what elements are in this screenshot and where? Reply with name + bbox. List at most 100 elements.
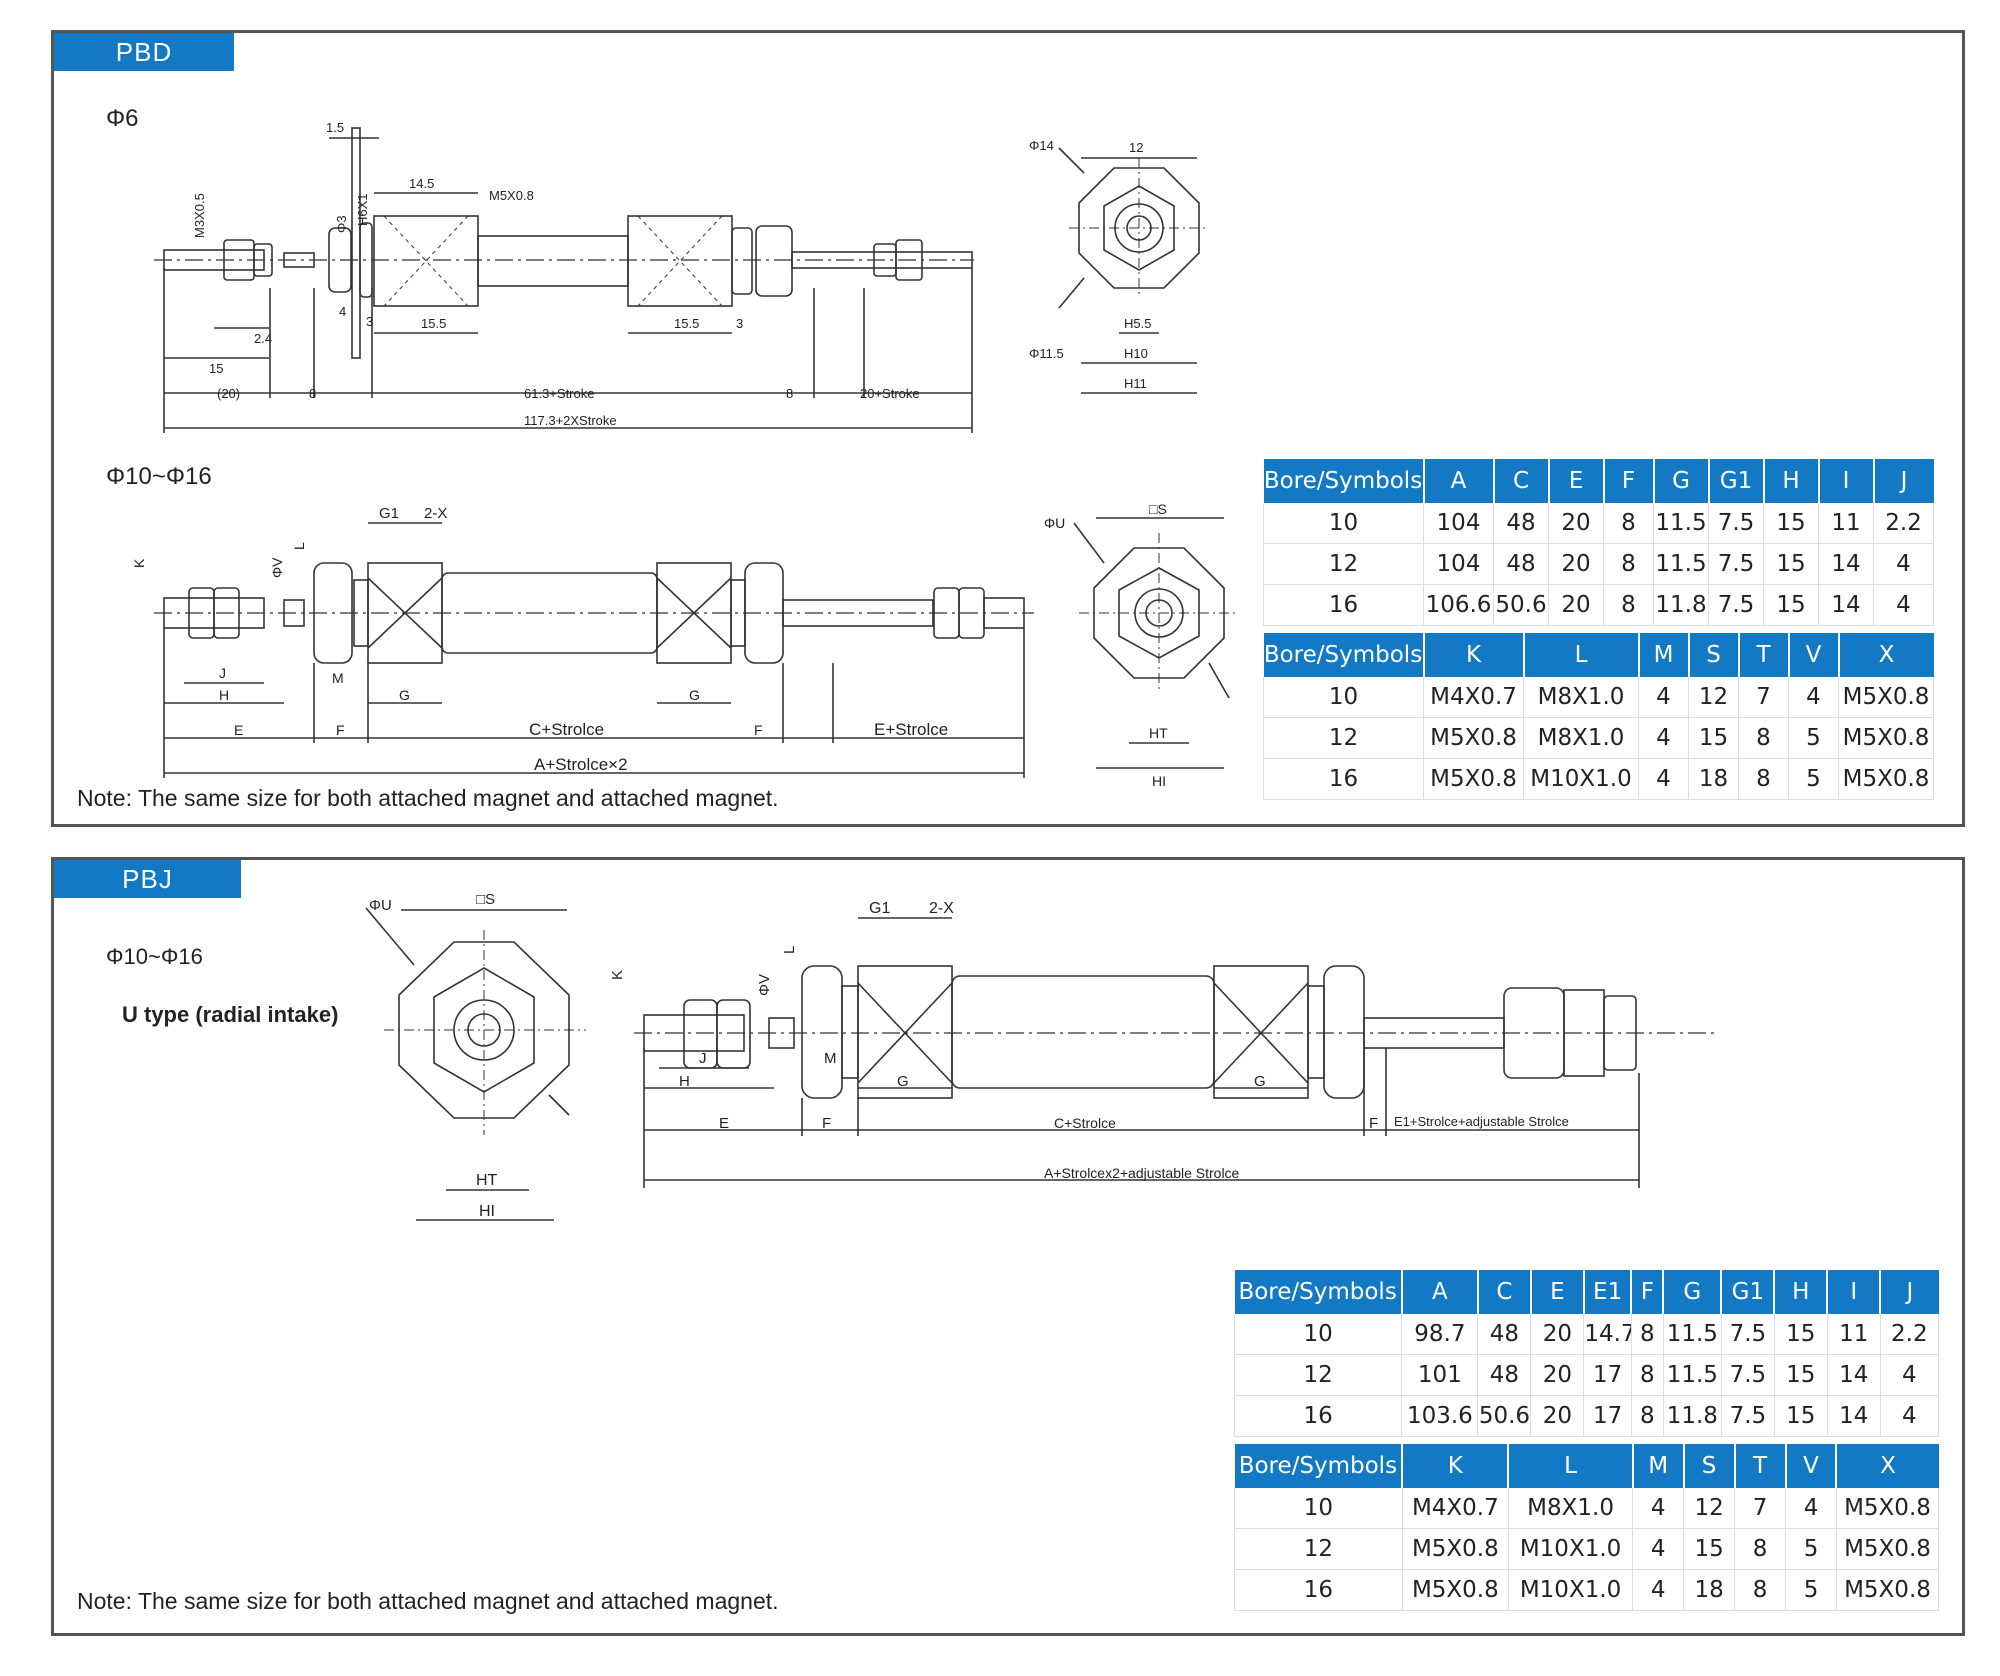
dim-12: 12 [1129, 140, 1143, 155]
dim-g1: G1 [379, 505, 399, 522]
pbj-note: Note: The same size for both attached ma… [77, 1588, 779, 1614]
pbd-phi6-side-drawing: 1.5 14.5 M5X0.8 M3X0.5 Φ3 H6X1 4 3 15.5 … [154, 120, 974, 433]
dim-j: J [699, 1050, 707, 1067]
dim-2x: 2-X [929, 900, 954, 917]
table-cell: 8 [1738, 758, 1789, 800]
table-cell: 8 [1631, 1395, 1664, 1437]
dim-e1-stroke: E1+Strolce+adjustable Strolce [1394, 1114, 1569, 1129]
table-cell: 20 [1530, 1395, 1585, 1437]
pbd-t2-header-1: K [1423, 633, 1525, 677]
dim-hl: HI [1152, 773, 1166, 789]
table-cell: 18 [1688, 758, 1739, 800]
dim-20: (20) [217, 386, 240, 401]
table-cell: 11.5 [1653, 503, 1709, 544]
pbj-t2-header-2: L [1508, 1444, 1634, 1488]
dim-m: M [332, 670, 344, 686]
table-cell: 10 [1263, 677, 1424, 718]
dim-15-5b: 15.5 [674, 316, 699, 331]
dim-g2: G [689, 687, 700, 703]
table-cell: 7.5 [1721, 1354, 1775, 1396]
table-cell: 17 [1583, 1395, 1632, 1437]
dim-14-5: 14.5 [409, 176, 434, 191]
table-cell: 7.5 [1708, 543, 1764, 585]
table-cell: 15 [1763, 543, 1819, 585]
table-cell: 4 [1880, 1354, 1940, 1396]
pbd-t1-header-4: F [1603, 459, 1655, 503]
table-cell: 4 [1785, 1488, 1837, 1529]
dim-phiu: ΦU [369, 897, 392, 914]
dim-j: J [219, 665, 226, 681]
pbj-utype-label: U type (radial intake) [122, 1002, 339, 1027]
table-cell: 12 [1688, 677, 1739, 718]
table-cell: 10 [1233, 1314, 1403, 1355]
table-cell: 16 [1263, 584, 1424, 626]
table-cell: 8 [1738, 717, 1789, 759]
pbj-t1-header-3: E [1530, 1270, 1585, 1314]
pbd-t1-header-5: G [1653, 459, 1710, 503]
pbj-t2-header-6: V [1785, 1444, 1838, 1488]
dim-8b: 8 [786, 386, 793, 401]
dim-f2: F [1369, 1115, 1378, 1132]
table-cell: 16 [1234, 1569, 1403, 1611]
dim-m3x05: M3X0.5 [192, 193, 207, 238]
table-cell: 11.8 [1663, 1395, 1722, 1437]
table-cell: 8 [1631, 1354, 1664, 1396]
table-cell: 8 [1734, 1528, 1787, 1570]
table-cell: 7.5 [1708, 584, 1764, 626]
pbj-t1-header-4: E1 [1583, 1270, 1633, 1314]
pbd-note: Note: The same size for both attached ma… [77, 785, 779, 811]
table-cell: 7.5 [1708, 503, 1764, 544]
table-cell: 4 [1638, 758, 1689, 800]
pbd-t1-header-7: H [1763, 459, 1820, 503]
pbj-t1-header-2: C [1477, 1270, 1532, 1314]
pbd-phi10-label: Φ10~Φ16 [106, 463, 212, 490]
table-cell: 14 [1827, 1354, 1881, 1396]
dim-l: L [291, 542, 307, 550]
dim-3a: 3 [366, 314, 373, 329]
dim-m5x08: M5X0.8 [489, 188, 534, 203]
table-cell: M4X0.7 [1402, 1488, 1509, 1529]
table-cell: 101 [1401, 1354, 1479, 1396]
pbj-t1-header-6: G [1663, 1270, 1723, 1314]
dim-2x: 2-X [424, 505, 447, 522]
table-cell: 5 [1788, 758, 1839, 800]
dim-g2: G [1254, 1073, 1266, 1090]
table-cell: 7 [1734, 1488, 1787, 1529]
dim-117-3: 117.3+2XStroke [524, 413, 617, 428]
table-cell: 14 [1818, 543, 1874, 585]
table-cell: 14 [1818, 584, 1874, 626]
dim-ht: HT [476, 1172, 498, 1189]
pbj-t1-header-9: I [1827, 1270, 1882, 1314]
table-cell: 20 [1530, 1314, 1585, 1355]
dim-phi11-5: Φ11.5 [1029, 346, 1064, 361]
pbj-t2-header-3: M [1632, 1444, 1685, 1488]
pbd-phi6-label: Φ6 [106, 105, 139, 132]
table-cell: 12 [1263, 543, 1424, 585]
dim-15-5a: 15.5 [421, 316, 446, 331]
table-cell: 4 [1632, 1528, 1685, 1570]
table-cell: M5X0.8 [1838, 677, 1934, 718]
table-cell: 48 [1493, 543, 1549, 585]
table-cell: 10 [1263, 503, 1424, 544]
table-cell: M5X0.8 [1836, 1528, 1940, 1570]
table-cell: M8X1.0 [1523, 677, 1639, 718]
table-cell: 4 [1788, 677, 1839, 718]
table-cell: 14 [1827, 1395, 1881, 1437]
dim-h5-5: H5.5 [1124, 316, 1151, 331]
pbj-t1-header-1: A [1401, 1270, 1479, 1314]
pbj-end-drawing: ΦU □S HT HI [365, 891, 586, 1221]
table-cell: 8 [1603, 584, 1654, 626]
dim-15: 15 [209, 361, 223, 376]
pbd-t2-header-3: M [1638, 633, 1690, 677]
dim-k: K [609, 970, 626, 980]
dim-a-stroke: A+Strolcex2+adjustable Strolce [1044, 1165, 1240, 1181]
dim-e-stroke: E+Strolce [874, 720, 948, 739]
dim-s: □S [1149, 501, 1167, 517]
